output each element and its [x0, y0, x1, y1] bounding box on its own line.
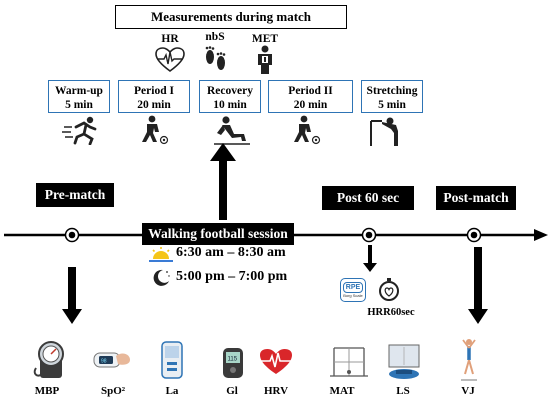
svg-text:115: 115	[228, 357, 238, 363]
heart-rate-icon	[155, 47, 185, 72]
phase-stretching: Stretching 5 min	[361, 80, 423, 113]
measure-label-hr: HR	[161, 33, 179, 45]
football-player-icon	[142, 115, 169, 145]
blood-pressure-monitor-icon	[33, 341, 64, 378]
phase-name: Period II	[288, 85, 333, 97]
measure-label-nbs: nbS	[205, 31, 225, 43]
stopwatch-heart-icon	[379, 278, 399, 301]
stabilometric-platform-icon	[388, 344, 420, 379]
down-arrow-post-match	[468, 247, 488, 324]
sunrise-icon	[149, 247, 173, 262]
timeline-node-post-match	[466, 227, 482, 243]
phase-name: Stretching	[366, 85, 418, 97]
glucometer-icon: 115	[223, 348, 243, 378]
label-mbp: MBP	[34, 385, 60, 397]
phase-duration: 5 min	[65, 99, 93, 111]
timeline-node-post60	[361, 227, 377, 243]
label-ls: LS	[396, 385, 410, 397]
agility-test-icon	[330, 347, 368, 377]
timeline-node-pre	[64, 227, 80, 243]
post-match-label: Post-match	[436, 186, 516, 210]
session-time-morning: 6:30 am – 8:30 am	[176, 245, 286, 260]
footsteps-icon	[205, 46, 226, 70]
rpe-label: RPE	[343, 282, 363, 293]
heart-ecg-icon	[260, 349, 292, 374]
label-gl: Gl	[226, 385, 238, 397]
svg-text:98: 98	[101, 359, 107, 365]
label-hrv: HRV	[263, 385, 289, 397]
post-60-label: Post 60 sec	[322, 186, 414, 210]
phase-duration: 20 min	[293, 99, 328, 111]
sitting-rest-icon	[214, 116, 250, 145]
label-la: La	[165, 385, 179, 397]
down-arrow-pre	[62, 267, 82, 324]
label-mat: MAT	[329, 385, 355, 397]
phase-period-2: Period II 20 min	[268, 80, 353, 113]
moon-icon	[153, 269, 170, 286]
lactate-meter-icon	[161, 341, 183, 379]
phase-recovery: Recovery 10 min	[199, 80, 261, 113]
football-player-icon	[294, 115, 321, 145]
measurements-header: Measurements during match	[115, 5, 347, 29]
label-spo2: SpO²	[100, 385, 126, 397]
vertical-jump-icon	[461, 339, 477, 381]
session-label: Walking football session	[142, 223, 294, 245]
phase-duration: 5 min	[378, 99, 406, 111]
phase-name: Recovery	[207, 85, 253, 97]
running-icon	[62, 116, 97, 145]
measure-label-met: MET	[251, 33, 279, 45]
phase-period-1: Period I 20 min	[118, 80, 190, 113]
pre-match-label: Pre-match	[36, 183, 114, 207]
phase-name: Warm-up	[55, 85, 103, 97]
session-time-evening: 5:00 pm – 7:00 pm	[176, 269, 288, 284]
body-metabolism-icon	[258, 45, 272, 74]
stretching-icon	[370, 117, 398, 146]
hrr60sec-label: HRR60sec	[367, 307, 415, 318]
rpe-scale-icon: RPE Borg Scale	[340, 278, 366, 302]
down-arrow-post60	[363, 245, 377, 272]
label-vj: VJ	[461, 385, 475, 397]
phase-duration: 10 min	[213, 99, 247, 111]
phase-duration: 20 min	[137, 99, 171, 111]
phase-name: Period I	[134, 85, 174, 97]
pulse-oximeter-icon: 98	[93, 352, 130, 368]
phase-warm-up: Warm-up 5 min	[48, 80, 110, 113]
up-arrow-recovery	[210, 143, 236, 220]
rpe-sublabel: Borg Scale	[343, 293, 363, 298]
